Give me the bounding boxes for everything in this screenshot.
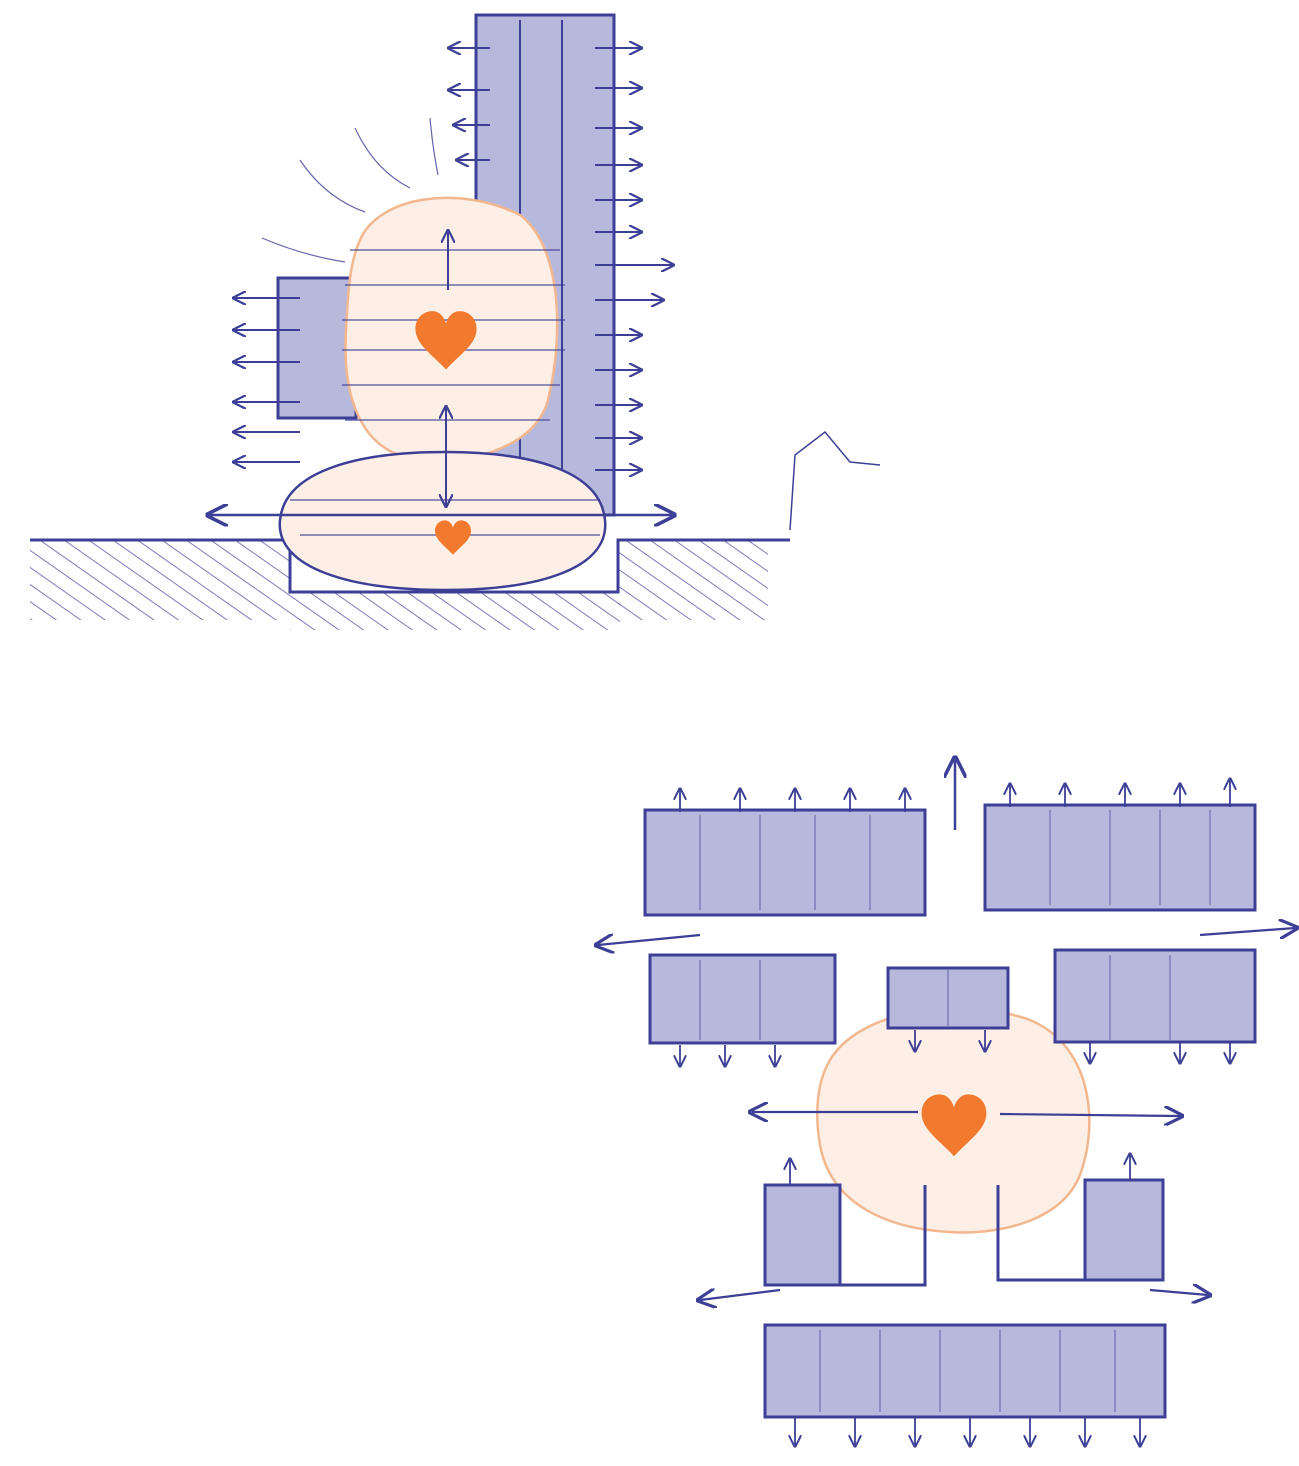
block-top-left <box>643 808 927 917</box>
section-sketch <box>30 13 881 630</box>
corridor-walls <box>765 1185 1163 1287</box>
plan-sketch <box>598 760 1295 1445</box>
block-top-right <box>983 803 1257 912</box>
block-bottom <box>763 1323 1167 1419</box>
block-mid-left <box>648 953 837 1045</box>
section-left-arrows <box>235 298 300 462</box>
ground-hatch <box>30 538 790 630</box>
context-building-outline <box>789 430 881 531</box>
up-arrows <box>680 780 1230 1185</box>
block-low-right <box>1083 1178 1165 1282</box>
sketch-strokes <box>261 117 439 263</box>
plan-blocks <box>643 803 1257 1419</box>
block-mid-right <box>1053 948 1257 1044</box>
horizontal-arrows <box>598 928 1295 1300</box>
block-mullions <box>699 810 1211 1412</box>
block-low-left <box>763 1183 842 1287</box>
tower-left-arrows <box>450 48 490 160</box>
tower-right-arrows <box>595 48 672 470</box>
low-block <box>276 276 358 420</box>
vertical-arrows <box>446 232 448 505</box>
down-arrows <box>680 1030 1230 1445</box>
